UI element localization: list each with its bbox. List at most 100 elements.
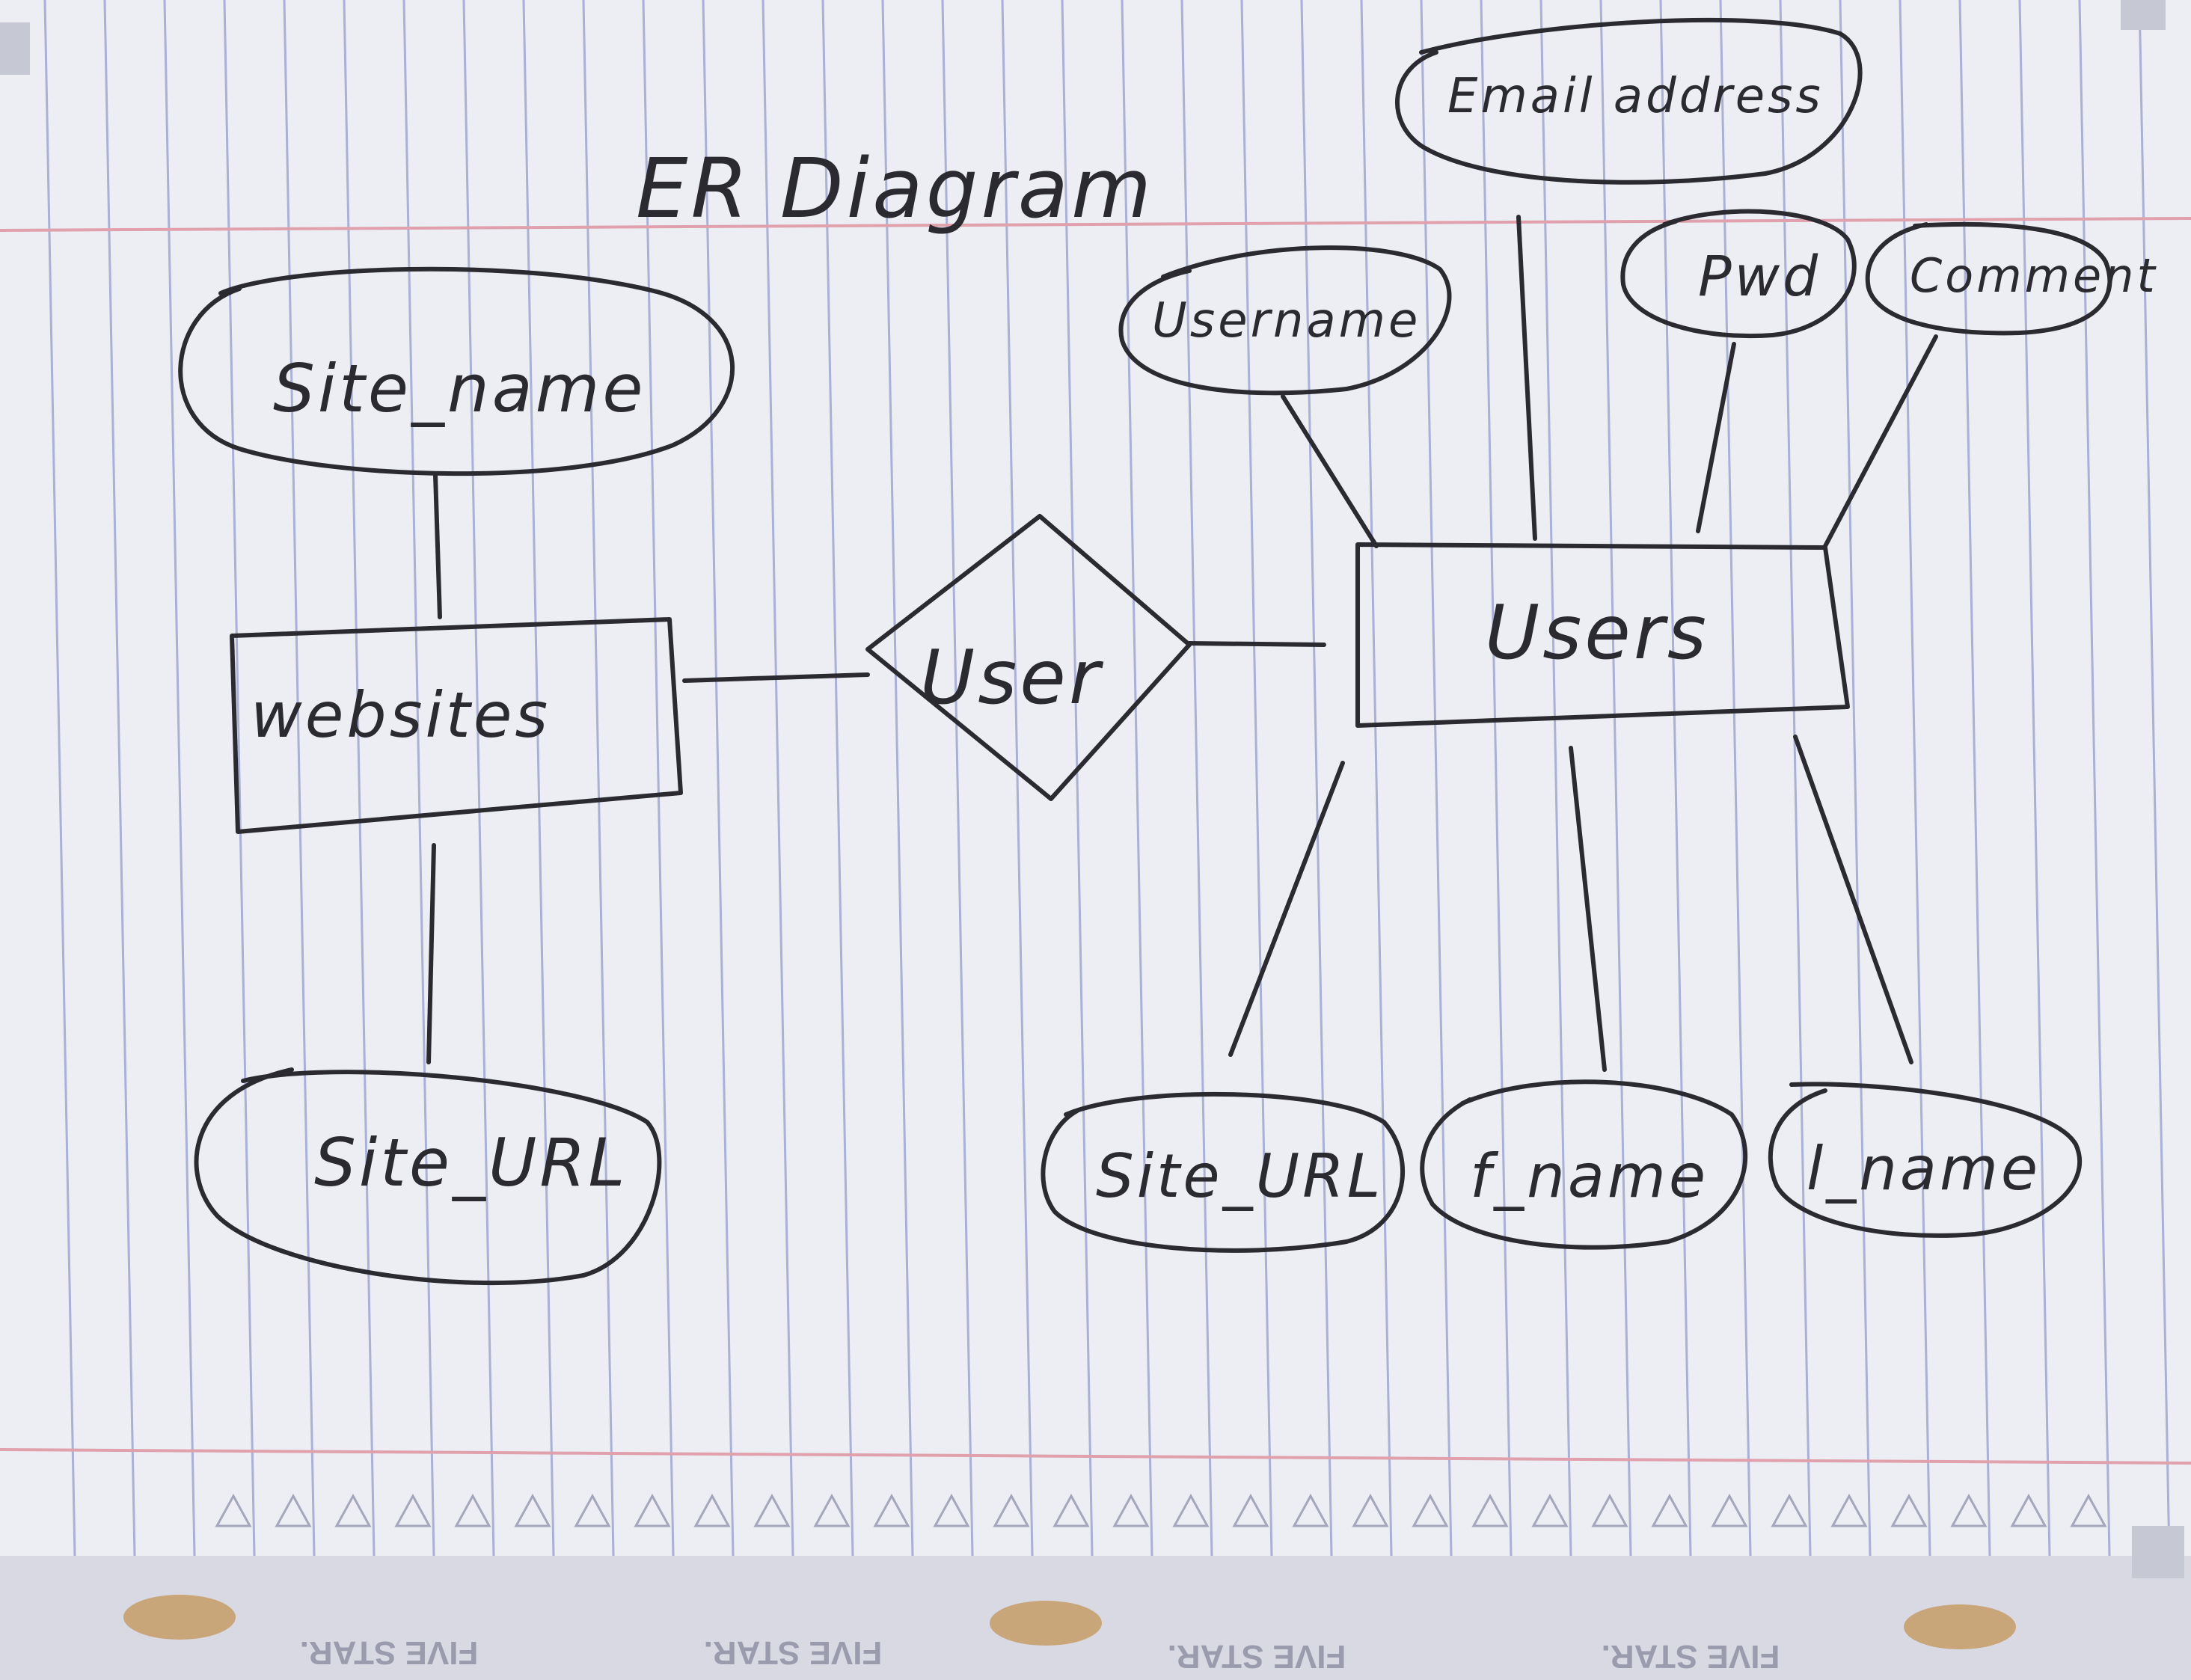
connector-site-name-websites (433, 473, 442, 619)
rule-line (642, 0, 675, 1557)
perforation-triangle (1531, 1493, 1569, 1527)
attribute-username: Username (1118, 245, 1452, 396)
rule-line (1599, 0, 1632, 1557)
perforation-triangle (215, 1493, 252, 1527)
rule-line (223, 0, 256, 1557)
corner-mark-bottom-right (2132, 1526, 2184, 1578)
attribute-site-url-left-shape (194, 1067, 662, 1286)
attribute-pwd-label: Pwd (1698, 245, 1821, 309)
rule-line (821, 0, 854, 1557)
brand-stamp-3: FIVE STAR. (1168, 1638, 1346, 1675)
perforation-triangle (454, 1493, 491, 1527)
perforation-triangle (1052, 1493, 1090, 1527)
rule-line (103, 0, 136, 1557)
rule-line (1779, 0, 1812, 1557)
attribute-site-name-label: Site_name (273, 350, 646, 427)
attribute-site-url-right-shape (1041, 1091, 1406, 1253)
binder-tab-3 (1904, 1604, 2016, 1649)
perforation-triangle (813, 1493, 851, 1527)
perforation-triangle (2010, 1493, 2047, 1527)
entity-websites-label: websites (251, 678, 551, 752)
rule-line (1839, 0, 1872, 1557)
rule-line (582, 0, 615, 1557)
brand-stamp-2-text: FIVE STAR. (704, 1634, 883, 1671)
perforation-triangle (1172, 1493, 1210, 1527)
attribute-site-name-shape (178, 266, 735, 476)
rule-line (1061, 0, 1094, 1557)
attribute-l-name-shape (1768, 1082, 2083, 1238)
rule-line (881, 0, 914, 1557)
connector-email-users (1516, 215, 1537, 541)
perforation-triangle (993, 1493, 1030, 1527)
connector-websites-user (682, 672, 870, 683)
perforation-triangle (1651, 1493, 1688, 1527)
brand-stamp-4: FIVE STAR. (1602, 1638, 1780, 1675)
perforation-triangle (1830, 1493, 1868, 1527)
attribute-username-label: Username (1152, 293, 1421, 349)
perforation-triangle (933, 1493, 970, 1527)
perforation-triangle (574, 1493, 611, 1527)
entity-users-shape (1355, 542, 1850, 728)
attribute-site-name: Site_name (178, 266, 735, 476)
perforation-triangle (1292, 1493, 1329, 1527)
attribute-site-url-left: Site_URL (194, 1067, 662, 1286)
perforation-triangle (1591, 1493, 1628, 1527)
rule-lines (43, 0, 2171, 1557)
attribute-site-url-left-label: Site_URL (314, 1124, 628, 1201)
rule-line (1240, 0, 1273, 1557)
perforation-triangle (2070, 1493, 2107, 1527)
attribute-comment-label: Comment (1910, 248, 2158, 303)
relationship-user-label: User (920, 634, 1104, 721)
perforation-triangle (1352, 1493, 1389, 1527)
rule-line (1659, 0, 1692, 1557)
connector-users-f-name (1569, 746, 1607, 1072)
rule-line (343, 0, 376, 1557)
rule-line (163, 0, 196, 1557)
rule-line (1539, 0, 1572, 1557)
perforation-triangle (1890, 1493, 1928, 1527)
perforation-triangle (514, 1493, 551, 1527)
perforation-triangle (1950, 1493, 1988, 1527)
perforation-triangle (1771, 1493, 1808, 1527)
binder-tab-2 (990, 1601, 1102, 1646)
rule-line (762, 0, 794, 1557)
connector-websites-site-url (426, 843, 436, 1064)
perforation-triangles (215, 1493, 2107, 1527)
entity-users: Users (1355, 542, 1850, 728)
connector-username-users (1281, 394, 1379, 548)
attribute-comment-shape (1865, 221, 2112, 336)
entity-websites: websites (230, 617, 683, 834)
corner-mark-top-left (0, 22, 30, 75)
perforation-triangle (753, 1493, 791, 1527)
rule-line (1719, 0, 1752, 1557)
perforation-triangle (1232, 1493, 1269, 1527)
margin-line-bottom (0, 1448, 2191, 1465)
rule-line (1420, 0, 1453, 1557)
connector-pwd-users (1696, 342, 1736, 533)
brand-stamp-4-text: FIVE STAR. (1602, 1638, 1780, 1675)
perforation-triangle (634, 1493, 671, 1527)
attribute-email-address: Email address (1394, 17, 1863, 185)
attribute-site-url-right-label: Site_URL (1096, 1141, 1383, 1211)
attribute-l-name-label: l_name (1807, 1134, 2041, 1204)
entity-users-label: Users (1485, 589, 1709, 676)
perforation-triangle (394, 1493, 432, 1527)
rule-line (1899, 0, 1931, 1557)
rule-line (2138, 0, 2171, 1557)
rule-line (283, 0, 316, 1557)
attribute-email-address-label: Email address (1447, 69, 1824, 124)
relationship-user-shape (865, 514, 1192, 801)
perforation-triangle (1412, 1493, 1449, 1527)
attribute-email-address-shape (1394, 17, 1863, 185)
rule-line (1958, 0, 1991, 1557)
perforation-triangle (693, 1493, 731, 1527)
attribute-f-name-label: f_name (1470, 1141, 1709, 1211)
perforation-triangle (1471, 1493, 1509, 1527)
diagram-title: ER Diagram (636, 141, 1154, 236)
perforation-triangle (1711, 1493, 1748, 1527)
rule-line (1121, 0, 1153, 1557)
paper-sheet (0, 0, 2191, 1556)
connector-user-users (1187, 641, 1326, 647)
